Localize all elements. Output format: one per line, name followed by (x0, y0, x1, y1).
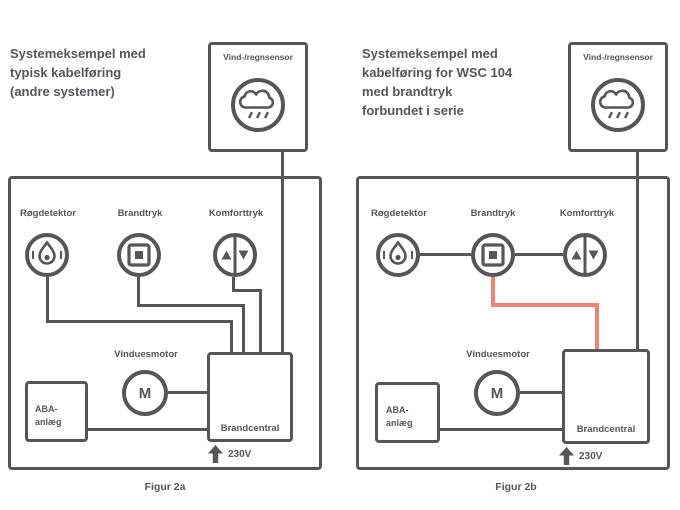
smoke-detector-label: Røgdetektor (20, 208, 76, 219)
cable-smoke-left-v2 (230, 320, 233, 352)
cable-weather-to-panel-left (281, 151, 284, 352)
right-title-line3: med brandtryk (362, 84, 453, 99)
cable-motor-to-panel-right (520, 391, 562, 394)
aba-line2-right: anlæg (386, 418, 413, 428)
weather-sensor-box-right (568, 42, 668, 152)
smoke-detector-label-right: Røgdetektor (371, 208, 427, 219)
fire-push-button-icon (115, 231, 163, 279)
weather-sensor-label: Vind-/regnsensor (223, 52, 293, 62)
cable-motor-to-panel-left (168, 391, 207, 394)
highlight-cable-v2 (595, 303, 599, 349)
cable-firebutton-left-v2 (242, 304, 245, 352)
aba-label-left: ABA- anlæg (35, 403, 62, 429)
arrow-up-icon-right (559, 447, 574, 465)
comfort-button-label-right: Komforttryk (559, 208, 615, 219)
up-down-comfort-switch-icon-right (561, 231, 609, 279)
left-title-line2: typisk kabelføring (10, 65, 122, 80)
right-title-line1: Systemeksempel med (362, 46, 498, 61)
right-system-box (356, 176, 670, 470)
series-cable-smoke-to-firebutton (420, 253, 471, 256)
fire-panel-label-left: Brandcentral (220, 423, 280, 434)
right-title-line2: kabelføring for WSC 104 (362, 65, 513, 80)
motor-letter: M (138, 384, 152, 402)
aba-box-left (25, 381, 88, 442)
cable-aba-to-panel-right (440, 428, 562, 431)
weather-sensor-label-right: Vind-/regnsensor (583, 52, 653, 62)
aba-label-right: ABA- anlæg (386, 404, 413, 430)
highlight-cable-v1 (491, 277, 495, 307)
fire-push-button-icon-right (469, 231, 517, 279)
right-caption: Figur 2b (495, 481, 537, 493)
power-label-left: 230V (228, 449, 252, 460)
cable-comfort-left-v (232, 277, 235, 292)
smoke-detector-icon (23, 231, 71, 279)
right-title-line4: forbundet i serie (362, 103, 464, 118)
arrow-up-icon (208, 445, 223, 463)
left-diagram: Systemeksempel med typisk kabelføring (a… (8, 42, 322, 493)
cable-firebutton-left-h (137, 304, 245, 307)
aba-line1-right: ABA- (386, 405, 409, 415)
left-caption: Figur 2a (144, 481, 186, 493)
fire-panel-label-right: Brandcentral (576, 424, 636, 435)
left-system-box (8, 176, 322, 470)
rain-cloud-icon (229, 76, 287, 134)
highlight-cable-h (491, 303, 599, 307)
cable-weather-to-panel-right (636, 151, 639, 349)
window-motor-label-right: Vinduesmotor (466, 349, 530, 360)
aba-line2: anlæg (35, 417, 62, 427)
cable-firebutton-left-v (137, 277, 140, 307)
up-down-comfort-switch-icon (211, 231, 259, 279)
rain-cloud-icon-right (589, 76, 647, 134)
window-motor-label: Vinduesmotor (114, 349, 178, 360)
left-title-line3: (andre systemer) (10, 84, 115, 99)
smoke-detector-icon-right (374, 231, 422, 279)
cable-aba-to-panel-left (88, 428, 207, 431)
aba-line1: ABA- (35, 404, 58, 414)
fire-button-label-right: Brandtryk (470, 208, 516, 219)
weather-sensor-box (208, 42, 308, 152)
fire-button-label: Brandtryk (117, 208, 163, 219)
series-cable-firebutton-to-comfort (515, 253, 563, 256)
fire-panel-box-left (207, 352, 293, 442)
left-title: Systemeksempel med typisk kabelføring (a… (10, 44, 146, 101)
left-title-line1: Systemeksempel med (10, 46, 146, 61)
aba-box-right (375, 382, 440, 443)
motor-icon: M (122, 370, 168, 416)
comfort-button-label: Komforttryk (208, 208, 264, 219)
power-label-right: 230V (579, 451, 603, 462)
motor-icon-right: M (474, 370, 520, 416)
motor-letter-right: M (490, 384, 504, 402)
right-diagram: Systemeksempel med kabelføring for WSC 1… (340, 0, 680, 510)
cable-smoke-left-h (46, 320, 233, 323)
cable-comfort-left-h (232, 289, 262, 292)
cable-comfort-left-v2 (259, 289, 262, 352)
fire-panel-box-right (562, 349, 650, 444)
right-title: Systemeksempel med kabelføring for WSC 1… (362, 44, 512, 120)
cable-smoke-left-v (46, 277, 49, 323)
